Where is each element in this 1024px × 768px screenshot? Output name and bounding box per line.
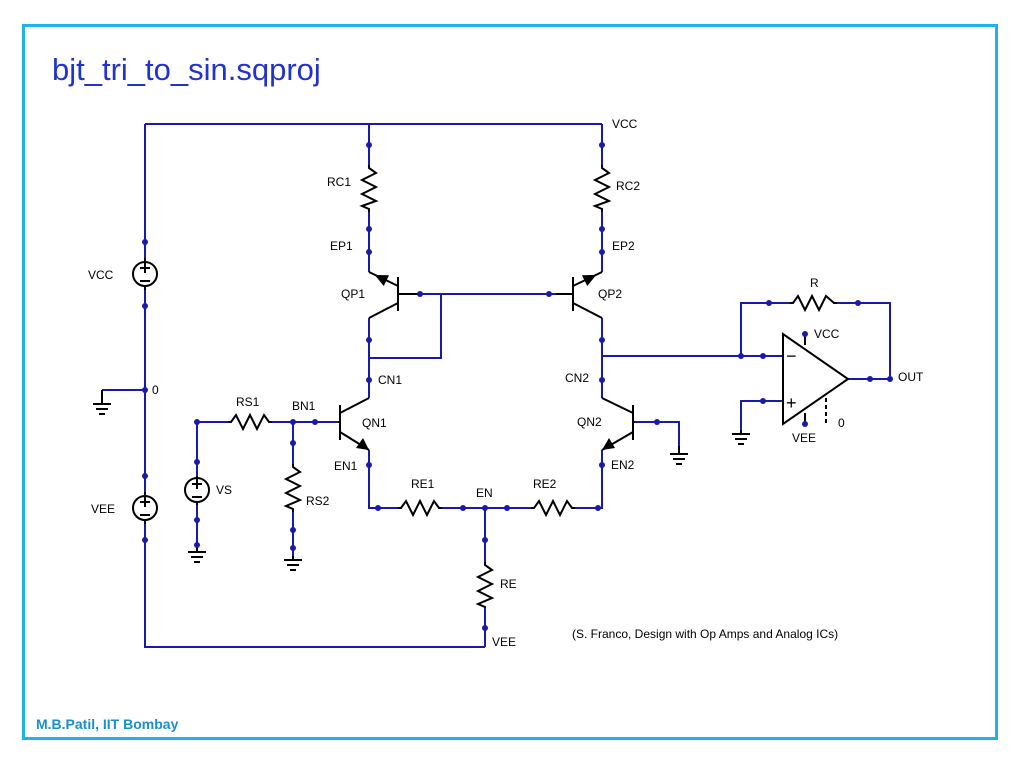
opamp: − + [782, 332, 850, 426]
label-qp2: QP2 [598, 287, 622, 301]
resistor-re1 [398, 498, 442, 518]
label-qn1: QN1 [362, 416, 387, 430]
label-re: RE [500, 577, 517, 591]
label-bn1: BN1 [292, 399, 316, 413]
resistor-r [790, 293, 837, 313]
label-cn2: CN2 [565, 371, 589, 385]
label-vee-source: VEE [91, 502, 115, 516]
label-en1: EN1 [334, 459, 358, 473]
label-en2: EN2 [611, 458, 635, 472]
ground-icon [670, 446, 688, 465]
label-rs2: RS2 [306, 494, 330, 508]
label-qn2: QN2 [577, 415, 602, 429]
transistor-qp2 [556, 271, 603, 319]
label-rc2: RC2 [616, 179, 640, 193]
ground-symbols [93, 390, 750, 571]
label-en: EN [476, 486, 493, 500]
label-vs: VS [216, 483, 232, 497]
reference-citation: (S. Franco, Design with Op Amps and Anal… [572, 627, 838, 641]
label-re2: RE2 [533, 477, 557, 491]
transistor-qn1 [338, 397, 370, 451]
opamp-plus-sign: + [786, 393, 797, 413]
label-out: OUT [898, 370, 924, 384]
resistor-rc1 [359, 165, 379, 212]
label-ep1: EP1 [330, 239, 353, 253]
resistors [228, 165, 837, 608]
node-labels: VCC VCC VEE VS 0 RC1 RC2 EP1 EP2 QP1 QP2… [88, 117, 924, 649]
resistor-re [475, 562, 495, 608]
label-rc1: RC1 [327, 175, 351, 189]
label-vcc-source: VCC [88, 268, 114, 282]
transistor-qp1 [368, 271, 418, 319]
label-cn1: CN1 [378, 373, 402, 387]
opamp-minus-sign: − [786, 346, 797, 366]
ground-icon [732, 430, 750, 445]
label-opamp-vcc: VCC [814, 327, 840, 341]
label-opamp-zero: 0 [838, 416, 845, 430]
label-r: R [810, 276, 819, 290]
label-vcc-top: VCC [612, 117, 638, 131]
vs-source [184, 476, 210, 505]
ground-icon [93, 390, 111, 415]
label-ep2: EP2 [612, 239, 635, 253]
author-footer: M.B.Patil, IIT Bombay [36, 716, 179, 732]
slide-frame [22, 24, 998, 740]
label-opamp-vee: VEE [792, 431, 816, 445]
label-vee-bottom: VEE [492, 635, 516, 649]
page-title: bjt_tri_to_sin.sqproj [52, 52, 321, 87]
node-dots [142, 142, 893, 631]
ground-icon [284, 556, 302, 571]
label-qp1: QP1 [341, 287, 365, 301]
vee-source [132, 492, 158, 524]
label-re1: RE1 [411, 477, 435, 491]
label-ground-zero: 0 [152, 383, 159, 397]
label-rs1: RS1 [236, 395, 260, 409]
vcc-source [132, 258, 158, 290]
resistor-rc2 [592, 165, 612, 212]
resistor-rs2 [283, 464, 303, 512]
wires [102, 123, 891, 648]
resistor-rs1 [228, 412, 272, 432]
resistor-re2 [531, 498, 575, 518]
transistor-qn2 [601, 397, 635, 451]
